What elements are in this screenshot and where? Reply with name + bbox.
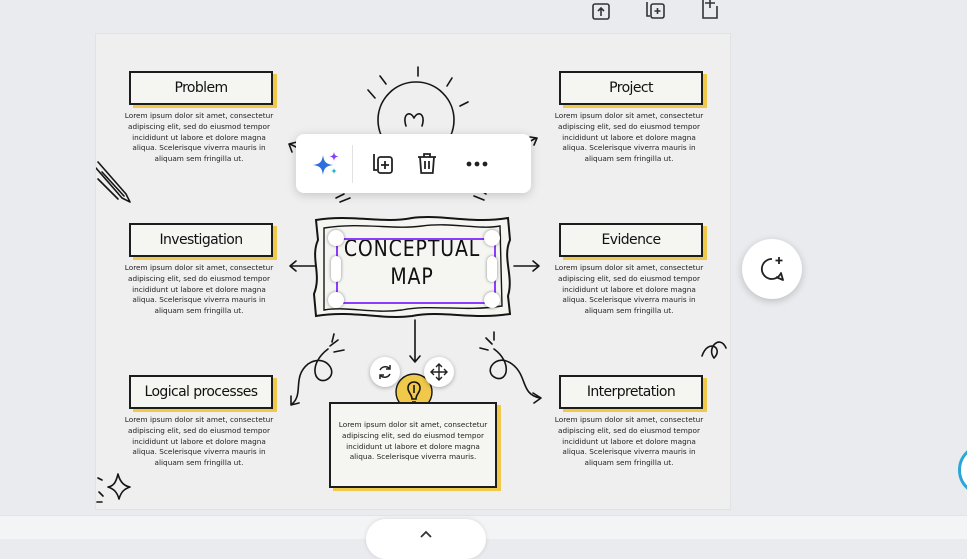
selection-box [336,238,496,304]
lightbulb-icon [395,373,433,411]
node-body-logical-processes[interactable]: Lorem ipsum dolor sit amet, consectetur … [124,415,274,468]
delete-icon[interactable] [405,142,449,186]
node-title-label: Interpretation [586,384,676,400]
resize-handle-bottom-right[interactable] [484,292,500,308]
node-title-label: Investigation [159,232,243,248]
node-title-label: Problem [174,80,228,96]
central-title[interactable]: CONCEPTUAL MAP [326,236,498,292]
resize-handle-right[interactable] [487,256,497,282]
node-body-problem[interactable]: Lorem ipsum dolor sit amet, consectetur … [124,111,274,164]
node-body-investigation[interactable]: Lorem ipsum dolor sit amet, consectetur … [124,263,274,316]
move-icon[interactable] [424,357,454,387]
node-title-logical-processes[interactable]: Logical processes [129,375,273,409]
node-title-problem[interactable]: Problem [129,71,273,105]
node-body-evidence[interactable]: Lorem ipsum dolor sit amet, consectetur … [554,263,704,316]
pages-toggle-button[interactable] [366,519,486,559]
node-title-project[interactable]: Project [559,71,703,105]
resize-handle-left[interactable] [331,256,341,282]
resize-handle-bottom-left[interactable] [328,292,344,308]
duplicate-page-icon[interactable] [642,0,668,20]
help-assistant-button[interactable] [958,444,967,496]
node-title-label: Project [609,80,653,96]
node-body-project[interactable]: Lorem ipsum dolor sit amet, consectetur … [554,111,704,164]
magic-sparkle-icon[interactable] [304,142,348,186]
add-comment-icon [760,257,784,281]
node-title-interpretation[interactable]: Interpretation [559,375,703,409]
central-concept-node[interactable]: CONCEPTUAL MAP [312,214,512,320]
add-page-icon[interactable] [697,0,723,20]
more-icon[interactable] [455,142,499,186]
duplicate-icon[interactable] [361,142,405,186]
bottom-text-box[interactable]: Lorem ipsum dolor sit amet, consectetur … [329,402,497,488]
design-canvas[interactable]: Problem Lorem ipsum dolor sit amet, cons… [96,34,730,509]
node-title-label: Evidence [601,232,662,248]
central-frame-shape [312,216,512,318]
rotate-icon[interactable] [370,357,400,387]
toolbar-divider [352,144,353,183]
resize-handle-top-left[interactable] [328,230,344,246]
resize-handle-top-right[interactable] [484,230,500,246]
chevron-up-icon [420,530,432,538]
element-context-toolbar [296,134,531,193]
node-title-label: Logical processes [144,384,258,400]
node-title-evidence[interactable]: Evidence [559,223,703,257]
upload-page-icon[interactable] [588,0,614,20]
bottom-box-text[interactable]: Lorem ipsum dolor sit amet, consectetur … [338,420,488,462]
central-title-line2: MAP [390,265,434,290]
central-title-line1: CONCEPTUAL [343,237,481,262]
add-comment-button[interactable] [742,239,802,299]
node-body-interpretation[interactable]: Lorem ipsum dolor sit amet, consectetur … [554,415,704,468]
node-title-investigation[interactable]: Investigation [129,223,273,257]
